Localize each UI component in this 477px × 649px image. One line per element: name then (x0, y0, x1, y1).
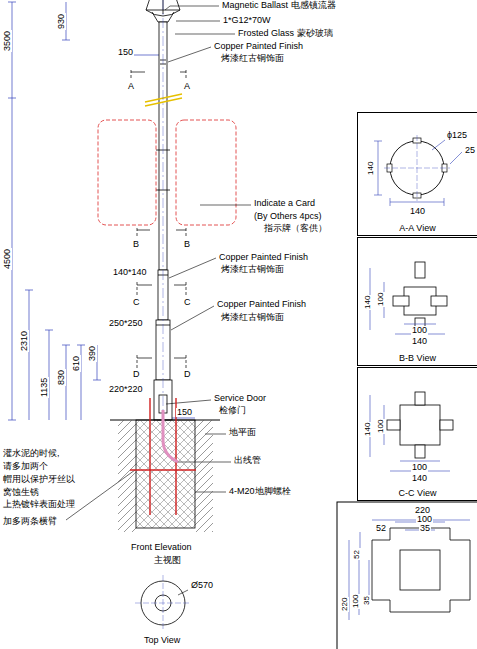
annotation-text: 窝蚀生锈 (2, 488, 40, 497)
annotation-text: 140 (411, 337, 428, 346)
view-caption: A-A View (358, 224, 477, 233)
annotation-text: 250*250 (108, 319, 144, 328)
annotation-text: Copper Painted Finish (218, 253, 309, 262)
annotation-text: 烤漆红古铜饰面 (220, 265, 285, 274)
annotation-text: Front Elevation (130, 543, 193, 552)
annotation-text: 指示牌（客供） (263, 224, 328, 233)
annotation-text: ϕ125 (446, 131, 468, 140)
annotation-text: Indicate a Card (253, 199, 316, 208)
dimension-text: 100 (377, 419, 385, 434)
annotation-text: 帽用以保护牙丝以 (2, 475, 76, 484)
annotation-text: 1*G12*70W (222, 16, 272, 25)
annotation-text: C (183, 298, 192, 307)
dimension-text: 3500 (3, 30, 12, 52)
annotation-text: 52 (375, 524, 387, 533)
annotation-text: B (183, 240, 191, 249)
annotation-text: 35 (419, 524, 431, 533)
dimension-text: 4500 (3, 248, 12, 270)
annotation-text: C (132, 298, 141, 307)
dimension-text: 52 (353, 549, 361, 560)
dimension-text: 220 (341, 597, 349, 612)
annotation-text: Copper Painted Finish (216, 300, 307, 309)
annotation-text: D (132, 370, 141, 379)
annotation-text: 100 (416, 515, 433, 524)
dimension-text: 140 (364, 422, 372, 437)
annotation-text: Service Door (213, 394, 267, 403)
annotation-text: 220*220 (108, 385, 144, 394)
view-caption: B-B View (358, 354, 477, 363)
annotation-text: 加多两条横臂 (2, 517, 58, 526)
annotation-text: 140 (409, 207, 426, 216)
annotation-text: Copper Painted Finish (213, 42, 304, 51)
annotation-text: 140*140 (112, 268, 148, 277)
annotation-text: 4-M20地脚螺栓 (228, 487, 292, 496)
annotation-text: Top View (143, 636, 181, 645)
annotation-text: 100 (411, 326, 428, 335)
dimension-text: 140 (367, 161, 375, 176)
annotation-text: 灌水泥的时候, (2, 449, 61, 458)
dimension-text: 1135 (40, 377, 49, 398)
dimension-text: 2310 (20, 330, 29, 352)
dimension-text: 100 (377, 292, 385, 307)
annotation-text: 140 (411, 474, 428, 483)
annotation-text: 150 (176, 408, 193, 417)
section-view-panel: C-C View (357, 367, 477, 501)
annotation-text: A (183, 82, 191, 91)
view-caption: C-C View (358, 489, 477, 498)
annotation-text: (By Others 4pcs) (253, 212, 323, 221)
annotation-text: 上热镀锌表面处理 (2, 500, 76, 509)
section-view-panel: B-B View (357, 237, 477, 366)
annotation-text: 检修门 (218, 406, 247, 415)
annotation-text: 出线管 (233, 456, 262, 465)
annotation-text: A (127, 82, 135, 91)
annotation-text: D (183, 370, 192, 379)
dimension-text: 140 (364, 295, 372, 310)
annotation-text: Magnetic Ballast 电感镇流器 (221, 1, 337, 10)
dimension-text: 100 (352, 594, 360, 609)
annotation-text: 烤漆红古铜饰面 (220, 313, 285, 322)
annotation-text: Frosted Glass 蒙砂玻璃 (237, 29, 334, 38)
annotation-text: 25 (464, 146, 476, 155)
dimension-text: 390 (88, 345, 97, 362)
annotation-text: 请多加两个 (2, 462, 49, 471)
annotation-text: 220 (414, 506, 431, 515)
annotation-text: 地平面 (228, 428, 257, 437)
dimension-text: 930 (57, 13, 66, 30)
annotation-text: 烤漆红古铜饰面 (220, 54, 285, 63)
section-view-panel: A-A View (357, 112, 477, 236)
dimension-text: 35 (363, 595, 371, 606)
annotation-text: 主视图 (153, 556, 182, 565)
dimension-text: 830 (57, 369, 66, 386)
annotation-text: 150 (117, 48, 134, 57)
annotation-text: Ø570 (190, 581, 214, 590)
annotation-text: B (132, 240, 140, 249)
dimension-text: 610 (72, 355, 81, 372)
annotation-text: 100 (411, 463, 428, 472)
